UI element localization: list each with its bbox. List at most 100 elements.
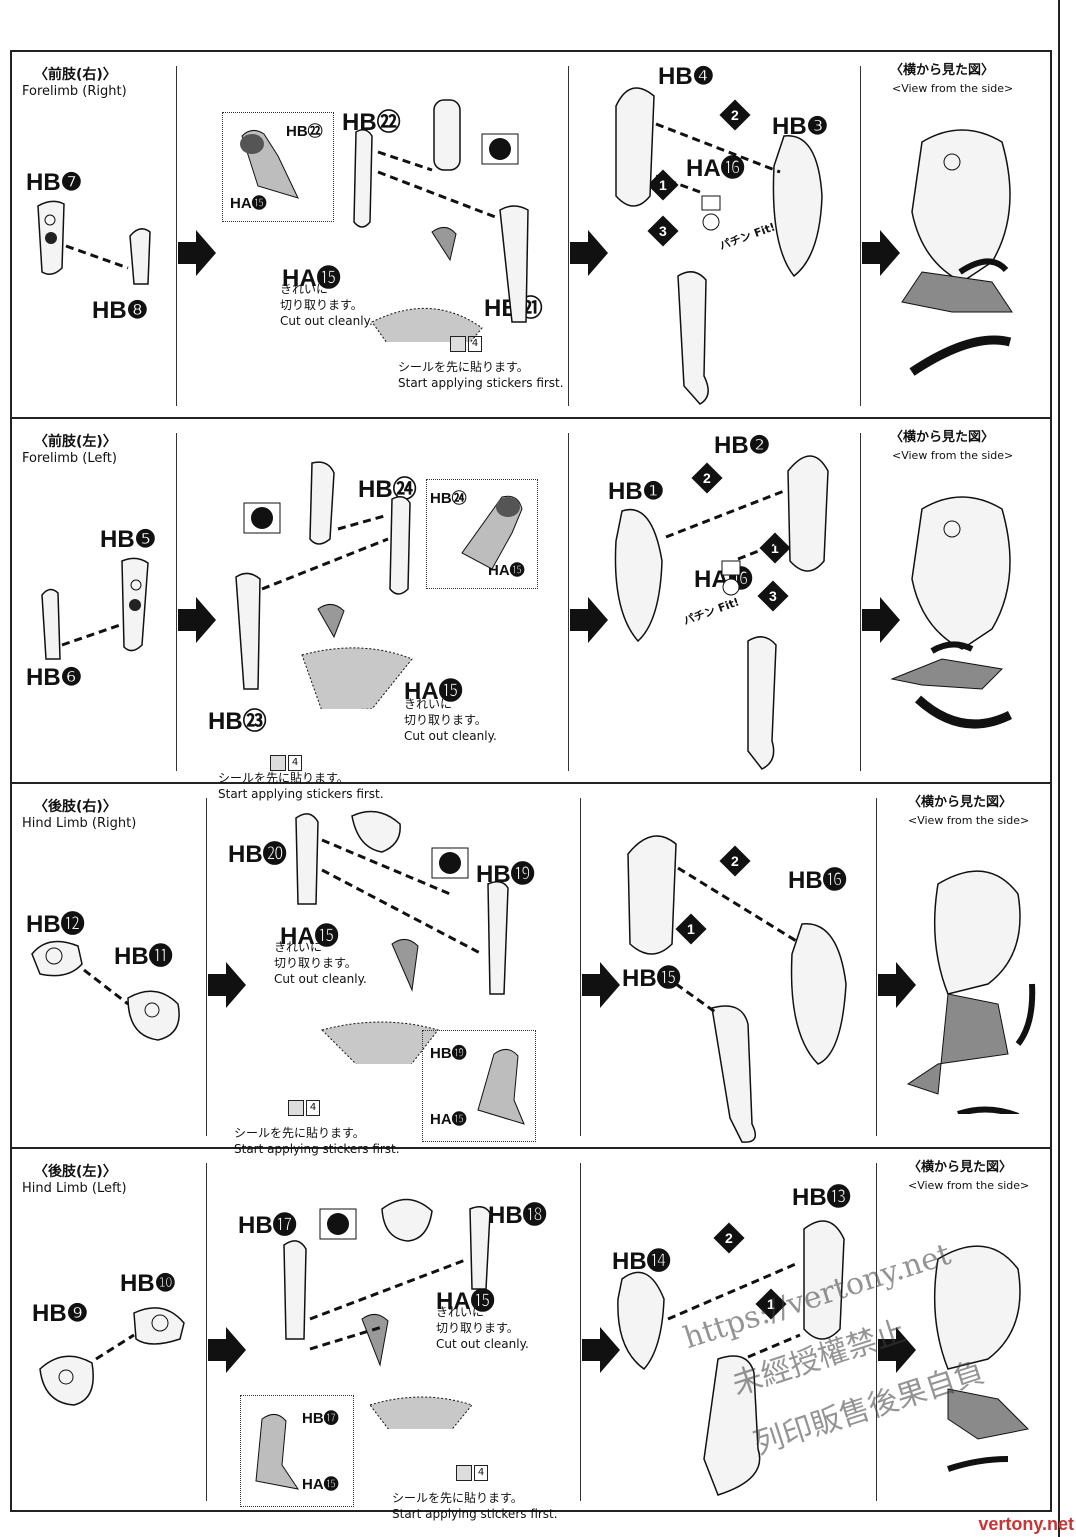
- inset-label: HA⓯: [430, 1111, 467, 1128]
- section-title-en: Forelimb (Right): [22, 84, 127, 99]
- side-view-illustration: [933, 1245, 1030, 1472]
- inset-part-icon: [461, 495, 523, 570]
- side-view-illustration: [890, 496, 1013, 729]
- next-step-arrow-icon: [178, 597, 216, 643]
- sticker-note-jp: シールを先に貼ります。: [398, 360, 529, 374]
- sticker-indicator: 4: [270, 755, 302, 771]
- side-view-title-en: <View from the side>: [908, 814, 1030, 827]
- section-forelimb-right: 〈前肢(右)〉 Forelimb (Right) HB❼ HB❽ HB㉒ HA⓯…: [12, 52, 1050, 419]
- divider: [568, 66, 569, 406]
- side-view-illustration: [901, 129, 1013, 376]
- sticker-note-jp: シールを先に貼ります。: [392, 1491, 523, 1505]
- sticker-indicator: 4: [456, 1465, 488, 1481]
- part-label: HB⓲: [488, 1202, 547, 1229]
- section-title-jp: 〈前肢(右)〉: [34, 67, 117, 83]
- part-label: HA⓰: [686, 155, 745, 182]
- part-label: HA⓯: [280, 923, 339, 950]
- inset-label: HB⓱: [302, 1410, 339, 1427]
- divider: [860, 66, 861, 406]
- part-label: HB❺: [100, 526, 157, 553]
- sticker-number: 4: [306, 1100, 320, 1116]
- part-label: HB❹: [658, 63, 715, 90]
- cut-note-jp2: 切り取ります。: [280, 298, 363, 312]
- forelimb-parts-illustration: [37, 200, 151, 285]
- side-view-title-jp: 〈横から見た図〉: [908, 1160, 1013, 1175]
- section-title-en: Hind Limb (Right): [22, 816, 137, 831]
- sticker-note-en: Start applying stickers first.: [392, 1507, 558, 1521]
- divider: [876, 798, 877, 1136]
- hind-limb-parts-illustration: [31, 940, 180, 1041]
- forelimb-shell-illustration: [615, 87, 823, 405]
- divider: [176, 66, 177, 406]
- next-step-arrow-icon: [582, 962, 620, 1008]
- part-label: HB❾: [32, 1300, 89, 1327]
- section-title-jp: 〈前肢(左)〉: [34, 434, 117, 450]
- inset-label: HB㉔: [430, 490, 467, 507]
- part-label: HB⓮: [612, 1248, 671, 1275]
- inset-part-icon: [477, 1049, 525, 1125]
- part-label: HB⓴: [228, 841, 287, 868]
- next-step-arrow-icon: [208, 962, 246, 1008]
- detail-inset: [426, 479, 538, 589]
- forelimb-assembly-illustration: [353, 99, 529, 342]
- forelimb-assembly-illustration: [235, 461, 413, 709]
- part-label: HB⓯: [622, 965, 681, 992]
- sticker-note-jp: シールを先に貼ります。: [218, 771, 349, 785]
- divider: [876, 1163, 877, 1501]
- side-view-title-jp: 〈横から見た図〉: [890, 63, 995, 78]
- section-title-en: Hind Limb (Left): [22, 1181, 127, 1196]
- next-step-arrow-icon: [178, 230, 216, 276]
- divider: [580, 1163, 581, 1501]
- side-view-illustration: [906, 870, 1036, 1114]
- hind-limb-assembly-illustration: [295, 810, 509, 1064]
- side-view-title-jp: 〈横から見た図〉: [890, 430, 995, 445]
- part-label: HB⓰: [788, 867, 847, 894]
- right-edge-line: [1058, 0, 1060, 1537]
- sticker-note-jp: シールを先に貼ります。: [234, 1126, 365, 1140]
- part-label: HB❻: [26, 664, 83, 691]
- next-step-arrow-icon: [878, 1327, 916, 1373]
- part-label: HB❿: [120, 1270, 177, 1297]
- part-label: HB⓳: [476, 861, 535, 888]
- next-step-arrow-icon: [582, 1327, 620, 1373]
- part-label: HB❼: [26, 169, 83, 196]
- sticker-icon: [288, 1100, 304, 1116]
- cut-note-en: Cut out cleanly.: [404, 729, 497, 743]
- inset-label: HB⓳: [430, 1045, 467, 1062]
- cut-note-jp1: きれいに: [436, 1305, 485, 1319]
- divider: [580, 798, 581, 1136]
- sticker-number: 4: [288, 755, 302, 771]
- cut-note-jp2: 切り取ります。: [274, 956, 357, 970]
- brand-logo: vertony.net: [978, 1514, 1074, 1534]
- detail-inset: [240, 1395, 354, 1507]
- side-view-title-en: <View from the side>: [908, 1179, 1030, 1192]
- side-view-title-en: <View from the side>: [892, 449, 1014, 462]
- sticker-note-en: Start applying stickers first.: [234, 1142, 400, 1156]
- hind-limb-assembly-illustration: [283, 1198, 491, 1429]
- divider: [206, 1163, 207, 1501]
- part-label: HA⓯: [404, 678, 463, 705]
- section-title-jp: 〈後肢(右)〉: [34, 799, 117, 815]
- cut-note-jp1: きれいに: [404, 697, 453, 711]
- part-label: HB㉒: [342, 109, 401, 136]
- inset-part-icon: [240, 130, 299, 199]
- part-label: HB⓫: [114, 943, 173, 970]
- divider: [206, 798, 207, 1136]
- side-view-title-jp: 〈横から見た図〉: [908, 795, 1013, 810]
- next-step-arrow-icon: [570, 597, 608, 643]
- section-title-en: Forelimb (Left): [22, 451, 117, 466]
- sticker-note-en: Start applying stickers first.: [398, 376, 564, 390]
- divider: [568, 433, 569, 771]
- cut-note-jp1: きれいに: [274, 940, 323, 954]
- forelimb-shell-illustration: [614, 455, 829, 770]
- part-label: HB❷: [714, 432, 771, 459]
- part-label: HB❽: [92, 297, 149, 324]
- sticker-icon: [270, 755, 286, 771]
- next-step-arrow-icon: [862, 597, 900, 643]
- detail-inset: [222, 112, 334, 222]
- part-label: HB㉓: [208, 708, 267, 735]
- sticker-icon: [450, 336, 466, 352]
- sticker-number: 4: [468, 336, 482, 352]
- section-hind-limb-right: 〈後肢(右)〉 Hind Limb (Right) HB⓬ HB⓫ HB⓴ HB…: [12, 784, 1050, 1156]
- inset-label: HB㉒: [286, 123, 323, 140]
